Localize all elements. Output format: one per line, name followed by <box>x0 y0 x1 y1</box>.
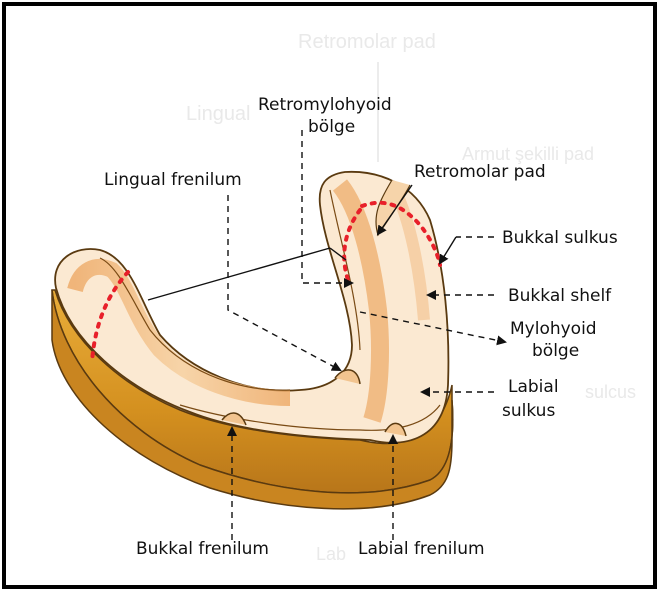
label-retromylohyoid-line1: Retromylohyoid <box>258 95 392 115</box>
label-mylohyoid-line1: Mylohyoid <box>510 319 597 339</box>
label-bukkal-sulkus: Bukkal sulkus <box>502 228 618 248</box>
label-labial-sulkus-line1: Labial <box>508 377 559 397</box>
ghost-lab: Lab <box>316 544 346 564</box>
label-retromolar-pad: Retromolar pad <box>414 162 546 182</box>
ghost-lingual: Lingual <box>186 103 251 125</box>
label-labial-sulkus-line2: sulkus <box>502 401 555 421</box>
ghost-sulcus: sulcus <box>585 382 636 402</box>
label-mylohyoid-line2: bölge <box>532 341 579 361</box>
label-bukkal-frenilum: Bukkal frenilum <box>136 539 269 559</box>
label-lingual-frenilum: Lingual frenilum <box>104 170 242 190</box>
ghost-armut-pad: Armut şekilli pad <box>462 144 594 164</box>
leader-bukkal-sulkus-tip <box>440 237 456 263</box>
ghost-retromolar-pad: Retromolar pad <box>298 31 436 53</box>
label-retromylohyoid-line2: bölge <box>308 117 355 137</box>
label-labial-frenilum: Labial frenilum <box>358 539 485 559</box>
label-bukkal-shelf: Bukkal shelf <box>508 286 612 306</box>
